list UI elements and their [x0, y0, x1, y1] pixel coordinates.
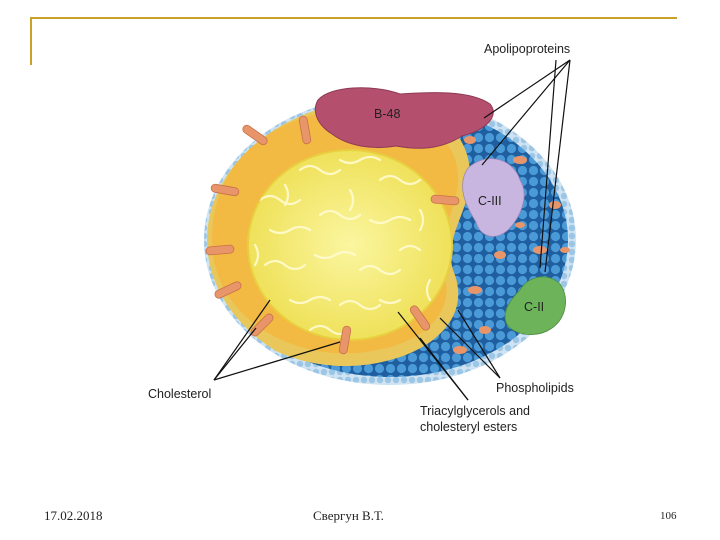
cholesterol-molecules	[205, 115, 460, 355]
apo-b48-shape	[314, 87, 494, 149]
leader-lines	[213, 59, 571, 401]
label-phospholipids: Phospholipids	[496, 381, 574, 395]
label-cholesterol: Cholesterol	[148, 387, 211, 401]
frame-top-line	[30, 17, 677, 19]
label-apolipoproteins: Apolipoproteins	[484, 42, 570, 56]
label-b48: B-48	[374, 107, 400, 121]
label-triacylglycerols: Triacylglycerols and	[420, 404, 530, 418]
apo-c3-shape	[462, 158, 525, 237]
apo-c2-shape	[504, 276, 566, 335]
lipoprotein-particle	[204, 87, 576, 385]
footer-date: 17.02.2018	[44, 508, 103, 523]
footer-author: Свергун В.Т.	[313, 508, 384, 523]
core-lipid-texture	[253, 155, 432, 336]
hydrophobic-core	[247, 149, 453, 341]
label-c2: C-II	[524, 300, 544, 314]
label-c3: C-III	[478, 194, 502, 208]
footer-page-number: 106	[660, 510, 677, 522]
label-cholesteryl-esters: cholesteryl esters	[420, 420, 517, 434]
frame-left-line	[30, 17, 32, 65]
